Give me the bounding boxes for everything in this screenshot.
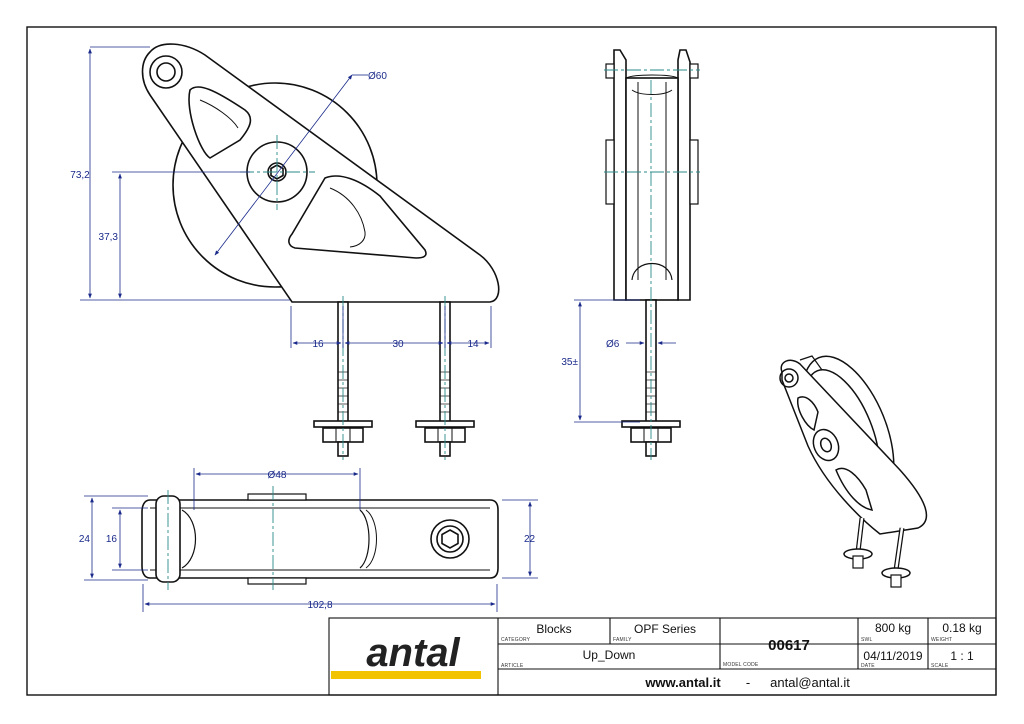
dim-axle-height: 37,3 [99, 232, 119, 243]
title-block [328, 617, 997, 696]
front-view-centerlines [604, 69, 700, 460]
iso-side-plate [780, 359, 928, 535]
dim-shaft-length: 35± [561, 357, 578, 368]
bottom-sheave-groove [181, 509, 196, 569]
iso-eye-hole [779, 368, 799, 388]
dim-bolt-spacing: 30 [392, 339, 404, 350]
front-view [605, 49, 699, 457]
contact-separator: - [746, 675, 750, 690]
dim-side-diameter: Ø60 [368, 71, 387, 82]
dim-overall-length: 102,8 [307, 600, 332, 611]
family-value: OPF Series [634, 622, 696, 636]
date-label: DATE [861, 663, 875, 669]
eye-hole-outer [149, 55, 183, 89]
bottom-view-dimensions [84, 468, 538, 612]
model-code-value: 00617 [768, 637, 810, 654]
front-plate-left [613, 49, 627, 301]
category-value: Blocks [536, 622, 571, 636]
front-sheave [625, 77, 679, 301]
model-code-label: MODEL CODE [723, 662, 759, 668]
dim-overall-height: 73,2 [70, 170, 90, 181]
dim-shaft-diameter: Ø6 [606, 339, 620, 350]
bottom-hex-socket-icon [441, 529, 459, 549]
article-value: Up_Down [583, 648, 636, 662]
iso-axle-boss [812, 428, 840, 462]
dim-bottom-diameter: Ø48 [268, 470, 287, 481]
dim-bolt-right-offset: 14 [467, 339, 479, 350]
bottom-view-centerlines [167, 486, 274, 590]
dim-end-width: 22 [524, 534, 536, 545]
date-value: 04/11/2019 [863, 649, 922, 663]
logo-bar [331, 671, 481, 679]
side-view-dimensions [80, 46, 492, 348]
email-link[interactable]: antal@antal.it [770, 675, 850, 690]
front-view-dimensions [574, 299, 676, 423]
isometric-view [779, 355, 928, 588]
family-label: FAMILY [613, 637, 632, 643]
dim-inner-width: 16 [106, 534, 118, 545]
weight-value: 0.18 kg [942, 621, 981, 635]
scale-value: 1 : 1 [950, 649, 974, 663]
bottom-view [141, 493, 499, 585]
weight-label: WEIGHT [931, 637, 952, 643]
swl-label: SWL [861, 637, 872, 643]
article-label: ARTICLE [501, 663, 524, 669]
brand-logo: antal [366, 631, 460, 675]
scale-label: SCALE [931, 663, 949, 669]
swl-value: 800 kg [875, 621, 911, 635]
front-plate-right [677, 49, 691, 301]
website-link[interactable]: www.antal.it [644, 675, 721, 690]
dim-bolt-left-offset: 16 [312, 339, 324, 350]
dim-overall-width: 24 [79, 534, 91, 545]
eye-hole-inner [156, 62, 176, 82]
category-label: CATEGORY [501, 637, 531, 643]
